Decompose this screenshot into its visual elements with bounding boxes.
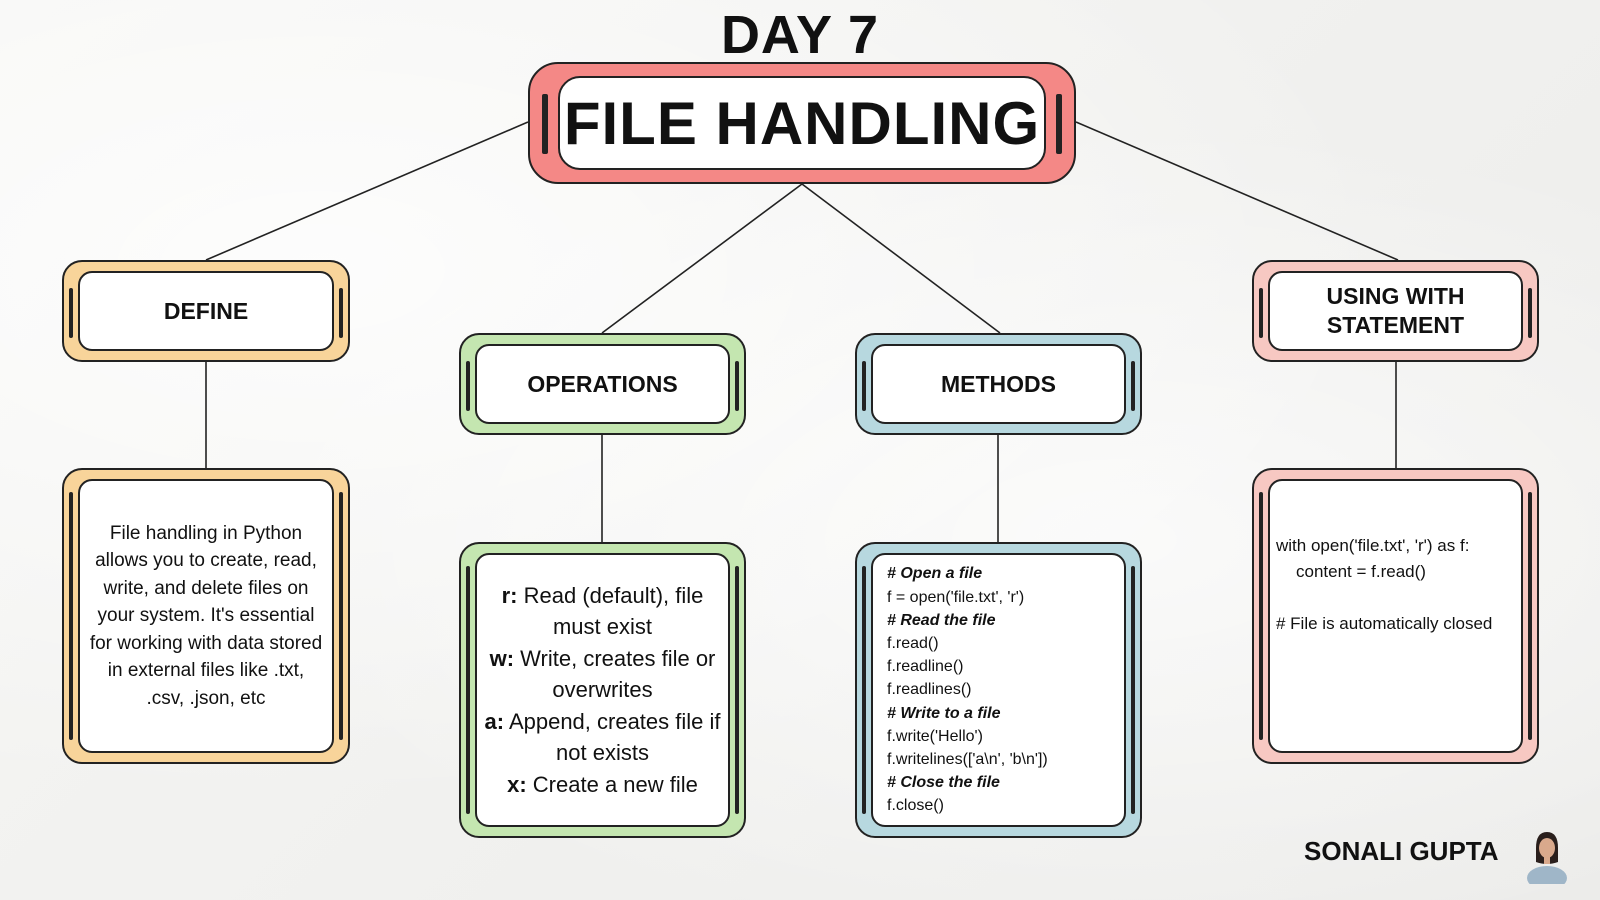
operation-item-w: w: Write, creates file or overwrites <box>483 643 722 706</box>
frame-bar-left <box>1259 288 1263 338</box>
code-comment: # Write to a file <box>887 704 1001 722</box>
methods-content-inner: # Open a file f = open('file.txt', 'r') … <box>871 553 1126 827</box>
code-line: f.readlines() <box>887 681 972 699</box>
code-comment: # Read the file <box>887 611 996 629</box>
main-title-box: FILE HANDLING <box>528 62 1076 184</box>
with-heading-inner: USING WITH STATEMENT <box>1268 271 1523 351</box>
define-text: File handling in Python allows you to cr… <box>89 522 323 709</box>
operation-desc: Read (default), file must exist <box>523 582 704 640</box>
operation-key: x: <box>507 771 527 797</box>
operation-key: r: <box>501 582 518 608</box>
with-heading-box: USING WITH STATEMENT <box>1252 260 1539 362</box>
frame-bar-right <box>735 566 739 814</box>
frame-bar-left <box>69 288 73 338</box>
methods-heading-box: METHODS <box>855 333 1142 435</box>
frame-bar-right <box>735 361 739 411</box>
with-content-inner: with open('file.txt', 'r') as f: content… <box>1268 479 1523 753</box>
frame-bar-right <box>339 288 343 338</box>
with-line-2: content = f.read() <box>1296 562 1426 581</box>
operations-content-box: r: Read (default), file must exist w: Wr… <box>459 542 746 838</box>
frame-bar-right <box>1056 94 1062 154</box>
frame-bar-left <box>862 361 866 411</box>
code-line: f.read() <box>887 634 939 652</box>
operations-heading-inner: OPERATIONS <box>475 344 730 424</box>
methods-code: # Open a file f = open('file.txt', 'r') … <box>873 562 1048 817</box>
blank-line <box>1276 585 1492 611</box>
with-content-box: with open('file.txt', 'r') as f: content… <box>1252 468 1539 764</box>
with-heading-line1: USING WITH <box>1326 283 1465 309</box>
operation-key: w: <box>489 645 515 671</box>
methods-content-box: # Open a file f = open('file.txt', 'r') … <box>855 542 1142 838</box>
define-heading-box: DEFINE <box>62 260 350 362</box>
code-comment: # Close the file <box>887 774 1000 792</box>
frame-bar-right <box>1528 288 1532 338</box>
with-code: with open('file.txt', 'r') as f: content… <box>1270 481 1498 637</box>
code-line: f.writelines(['a\n', 'b\n']) <box>887 751 1048 768</box>
operations-list: r: Read (default), file must exist w: Wr… <box>477 580 728 801</box>
person-avatar-icon <box>1527 832 1567 884</box>
frame-bar-right <box>1131 566 1135 814</box>
operations-heading-box: OPERATIONS <box>459 333 746 435</box>
main-title: FILE HANDLING <box>563 89 1041 157</box>
main-title-inner: FILE HANDLING <box>558 76 1046 170</box>
with-heading-line2: STATEMENT <box>1326 312 1465 338</box>
code-line: f.write('Hello') <box>887 727 983 745</box>
operations-content-inner: r: Read (default), file must exist w: Wr… <box>475 553 730 827</box>
code-line: f.close() <box>887 797 944 815</box>
frame-bar-right <box>339 492 343 740</box>
operation-item-x: x: Create a new file <box>483 769 722 801</box>
code-line: f = open('file.txt', 'r') <box>887 588 1025 606</box>
day-title: DAY 7 <box>720 5 880 65</box>
with-line-1: with open('file.txt', 'r') as f: <box>1276 536 1470 555</box>
code-comment: # Open a file <box>887 565 983 583</box>
operation-desc: Create a new file <box>532 771 698 797</box>
operations-heading: OPERATIONS <box>527 370 678 397</box>
frame-bar-left <box>542 94 548 154</box>
with-line-3: # File is automatically closed <box>1276 614 1493 633</box>
define-content-box: File handling in Python allows you to cr… <box>62 468 350 764</box>
operation-item-r: r: Read (default), file must exist <box>483 580 722 643</box>
frame-bar-left <box>862 566 866 814</box>
frame-bar-left <box>69 492 73 740</box>
define-heading: DEFINE <box>163 297 249 324</box>
operation-desc: Append, creates file if not exists <box>508 708 721 766</box>
author-name: SONALI GUPTA <box>1304 836 1499 866</box>
define-heading-inner: DEFINE <box>78 271 334 351</box>
operation-desc: Write, creates file or overwrites <box>520 645 716 703</box>
methods-heading: METHODS <box>941 370 1056 397</box>
operation-item-a: a: Append, creates file if not exists <box>483 706 722 769</box>
code-line: f.readline() <box>887 658 964 676</box>
methods-heading-inner: METHODS <box>871 344 1126 424</box>
define-content-inner: File handling in Python allows you to cr… <box>78 479 334 753</box>
frame-bar-left <box>466 566 470 814</box>
frame-bar-right <box>1528 492 1532 740</box>
operation-key: a: <box>484 708 505 734</box>
frame-bar-left <box>1259 492 1263 740</box>
frame-bar-left <box>466 361 470 411</box>
frame-bar-right <box>1131 361 1135 411</box>
